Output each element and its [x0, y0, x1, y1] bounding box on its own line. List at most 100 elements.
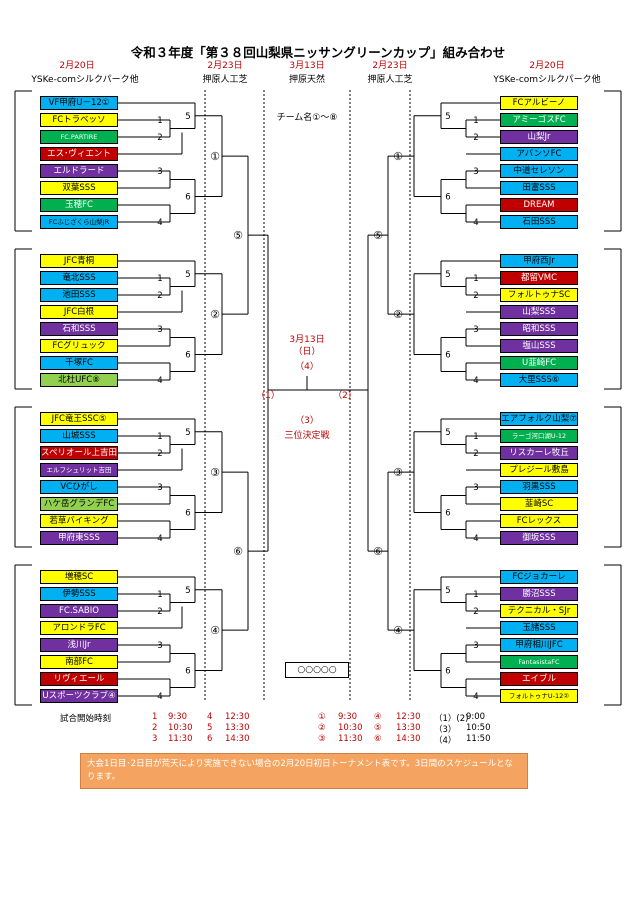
team-left-10: 竜北SSS [40, 271, 118, 285]
team-left-23: 若草バイキング [40, 514, 118, 528]
r3-label-right-1: ⑤ [373, 229, 383, 242]
team-left-22: ハケ岳グランデFC [40, 497, 118, 511]
game-num-right-1-5: 5 [445, 270, 450, 280]
game-num-left-1-5: 5 [185, 270, 190, 280]
game-num-right-3-5: 5 [445, 586, 450, 596]
venue-left2: 押原人工芝 [202, 75, 248, 85]
game-num-left-1-4: 4 [157, 376, 162, 386]
game-num-right-2-2: 2 [473, 449, 478, 459]
game-num-right-1-3: 3 [473, 325, 478, 335]
team-left-32: Uスポーツクラブ④ [40, 689, 118, 703]
schedule-d-2: ⑤ [374, 723, 382, 733]
team-right-5: 中道セレソン [500, 164, 578, 178]
team-right-13: 昭和SSS [500, 322, 578, 336]
schedule-at-3: 11:30 [168, 734, 193, 744]
schedule-ct-2: 10:30 [338, 723, 363, 733]
schedule-e-3: （4） [434, 736, 457, 746]
team-left-14: FCグリュック [40, 339, 118, 353]
final-day: （日） [293, 347, 321, 357]
game-num-right-0-5: 5 [445, 112, 450, 122]
team-right-31: エイブル [500, 672, 578, 686]
game-num-right-0-6: 6 [445, 193, 450, 203]
team-right-32: フォルトゥナU-12② [500, 689, 578, 703]
team-left-28: アロンドラFC [40, 621, 118, 635]
r2-label-right-0: ① [393, 150, 403, 163]
team-left-8: FCふじざくら山梨JR [40, 215, 118, 229]
game-num-left-0-2: 2 [157, 133, 162, 143]
r2-label-right-3: ④ [393, 624, 403, 637]
team-right-12: 山梨SSS [500, 305, 578, 319]
game-num-right-3-4: 4 [473, 692, 478, 702]
schedule-e-1: （1）(2) [434, 714, 469, 724]
venue-right2: 押原人工芝 [367, 75, 413, 85]
schedule-b-3: 6 [207, 734, 213, 744]
team-left-17: JFC竜王SSC⑤ [40, 412, 118, 426]
game-num-right-0-3: 3 [473, 167, 478, 177]
game-num-right-1-2: 2 [473, 291, 478, 301]
schedule-e-2: （3） [434, 725, 457, 735]
team-right-23: FCレックス [500, 514, 578, 528]
team-left-16: 北杜UFC⑧ [40, 373, 118, 387]
team-left-7: 玉穂FC [40, 198, 118, 212]
team-right-17: エアフォルク山梨⑦ [500, 412, 578, 426]
team-right-28: 玉諸SSS [500, 621, 578, 635]
team-right-29: 甲府相川JFC [500, 638, 578, 652]
team-left-24: 甲府東SSS [40, 531, 118, 545]
venue-left: YSKe-comシルクパーク他 [31, 75, 139, 85]
schedule-et-3: 11:50 [466, 734, 491, 744]
schedule-bt-3: 14:30 [225, 734, 250, 744]
team-right-11: フォルトゥナSC [500, 288, 578, 302]
team-right-19: リスカーレ牧丘 [500, 446, 578, 460]
game-num-left-3-3: 3 [157, 641, 162, 651]
schedule-ct-1: 9:30 [338, 712, 358, 722]
team-left-26: 伊勢SSS [40, 587, 118, 601]
team-right-2: アミーゴスFC [500, 113, 578, 127]
game-num-left-2-2: 2 [157, 449, 162, 459]
game-num-right-2-3: 3 [473, 483, 478, 493]
team-left-13: 石和SSS [40, 322, 118, 336]
game-num-right-0-4: 4 [473, 218, 478, 228]
team-right-30: FantasistaFC [500, 655, 578, 669]
schedule-c-1: ① [318, 712, 326, 722]
game-num-left-0-1: 1 [157, 116, 162, 126]
team-right-22: 韮崎SC [500, 497, 578, 511]
schedule-d-3: ⑥ [374, 734, 382, 744]
team-left-21: VCひがし [40, 480, 118, 494]
r3-label-left-1: ⑤ [233, 229, 243, 242]
game-num-left-0-5: 5 [185, 112, 190, 122]
team-right-10: 都留VMC [500, 271, 578, 285]
team-right-8: 石田SSS [500, 215, 578, 229]
game-num-left-0-3: 3 [157, 167, 162, 177]
page-title: 令和３年度「第３８回山梨県ニッサングリーンカップ」組み合わせ [130, 45, 506, 60]
team-right-21: 羽黒SSS [500, 480, 578, 494]
team-left-20: エルフシュリット吉田 [40, 463, 118, 477]
game-num-right-2-4: 4 [473, 534, 478, 544]
game-num-right-3-2: 2 [473, 607, 478, 617]
final-number: （4） [295, 362, 319, 372]
date-left2: 2月23日 [207, 61, 243, 71]
game-num-right-2-6: 6 [445, 509, 450, 519]
r2-label-left-3: ④ [210, 624, 220, 637]
game-num-right-3-6: 6 [445, 667, 450, 677]
schedule-bt-1: 12:30 [225, 712, 250, 722]
team-left-15: 千塚FC [40, 356, 118, 370]
date-left: 2月20日 [59, 61, 95, 71]
schedule-at-2: 10:30 [168, 723, 193, 733]
game-num-left-1-6: 6 [185, 351, 190, 361]
schedule-b-2: 5 [207, 723, 213, 733]
game-num-left-2-3: 3 [157, 483, 162, 493]
team-right-18: ラーゴ河口湖U-12 [500, 429, 578, 443]
venue-right: YSKe-comシルクパーク他 [493, 75, 601, 85]
team-left-3: FC.PARTIRE [40, 130, 118, 144]
game-num-right-3-3: 3 [473, 641, 478, 651]
team-left-1: VF甲府U－12① [40, 96, 118, 110]
game-num-left-1-1: 1 [157, 274, 162, 284]
date-right: 2月20日 [529, 61, 565, 71]
r2-label-left-1: ② [210, 308, 220, 321]
r2-label-left-0: ① [210, 150, 220, 163]
game-num-left-2-5: 5 [185, 428, 190, 438]
notice-box: 大会1日目･2日目が荒天により実施できない場合の2月20日初日トーナメント表です… [80, 753, 528, 789]
team-left-9: JFC青桐 [40, 254, 118, 268]
r2-label-right-1: ② [393, 308, 403, 321]
